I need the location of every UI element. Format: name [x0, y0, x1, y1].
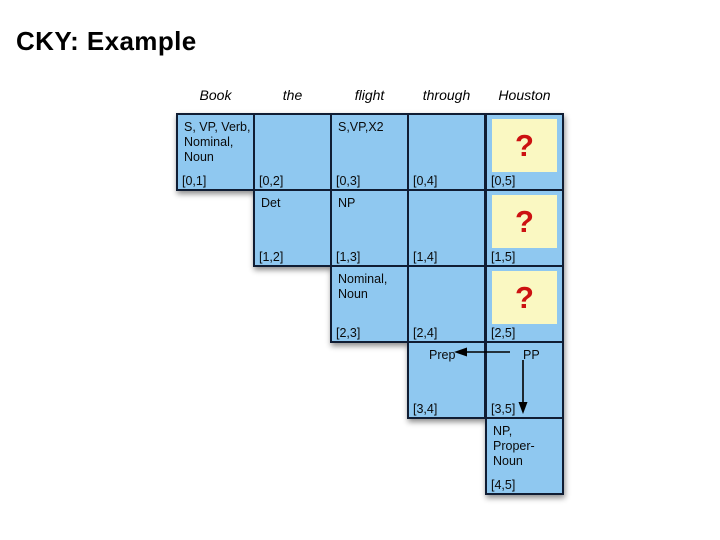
span-label: [3,5] [491, 402, 516, 416]
cell-content: Det [261, 196, 281, 210]
cell-content [255, 115, 330, 120]
span-label: [3,4] [413, 402, 438, 416]
cell-1-5: ? [1,5] [485, 189, 564, 267]
cell-content: PP [523, 348, 540, 362]
span-label: [2,3] [336, 326, 361, 340]
cell-4-5: NP, Proper- Noun [4,5] [485, 417, 564, 495]
word-flight: flight [354, 87, 385, 103]
span-label: [4,5] [491, 478, 516, 492]
cell-2-3: Nominal, Noun [2,3] [330, 265, 409, 343]
cell-content: S, VP, Verb, Nominal, Noun [184, 120, 251, 164]
cell-1-2: Det [1,2] [253, 189, 332, 267]
cell-1-3: NP [1,3] [330, 189, 409, 267]
cell-3-4: Prep [3,4] [407, 341, 486, 419]
cell-0-5: ? [0,5] [485, 113, 564, 191]
cell-2-5: ? [2,5] [485, 265, 564, 343]
cell-2-4: [2,4] [407, 265, 486, 343]
span-label: [0,1] [182, 174, 207, 188]
cell-content: S,VP,X2 [338, 120, 384, 134]
page-title: CKY: Example [16, 26, 197, 56]
question-mark: ? [515, 128, 534, 163]
cell-1-4: [1,4] [407, 189, 486, 267]
word-houston: Houston [498, 87, 551, 103]
span-label: [2,4] [413, 326, 438, 340]
cell-0-2: [0,2] [253, 113, 332, 191]
cell-0-1: S, VP, Verb, Nominal, Noun [0,1] [176, 113, 255, 191]
question-mark: ? [515, 280, 534, 315]
span-label: [0,3] [336, 174, 361, 188]
word-book: Book [199, 87, 232, 103]
cell-content [409, 191, 484, 196]
word-through: through [422, 87, 471, 103]
span-label: [1,3] [336, 250, 361, 264]
span-label: [1,2] [259, 250, 284, 264]
span-label: [2,5] [491, 326, 516, 340]
span-label: [1,5] [491, 250, 516, 264]
cell-content: NP [338, 196, 356, 210]
word-the: the [282, 87, 303, 103]
cell-content [409, 267, 484, 272]
highlight-box: ? [492, 119, 557, 172]
cell-3-5: PP [3,5] [485, 341, 564, 419]
cell-0-3: S,VP,X2 [0,3] [330, 113, 409, 191]
cky-table: S, VP, Verb, Nominal, Noun [0,1] [0,2] S… [176, 113, 566, 497]
sentence-words: Book the flight through Houston [176, 87, 564, 105]
highlight-box: ? [492, 195, 557, 248]
highlight-box: ? [492, 271, 557, 324]
cell-content: Prep [429, 348, 456, 362]
cell-content [409, 115, 484, 120]
cell-0-4: [0,4] [407, 113, 486, 191]
span-label: [0,4] [413, 174, 438, 188]
cell-content: Nominal, Noun [338, 272, 388, 301]
span-label: [0,2] [259, 174, 284, 188]
span-label: [1,4] [413, 250, 438, 264]
span-label: [0,5] [491, 174, 516, 188]
cell-content: NP, Proper- Noun [493, 424, 535, 468]
question-mark: ? [515, 204, 534, 239]
